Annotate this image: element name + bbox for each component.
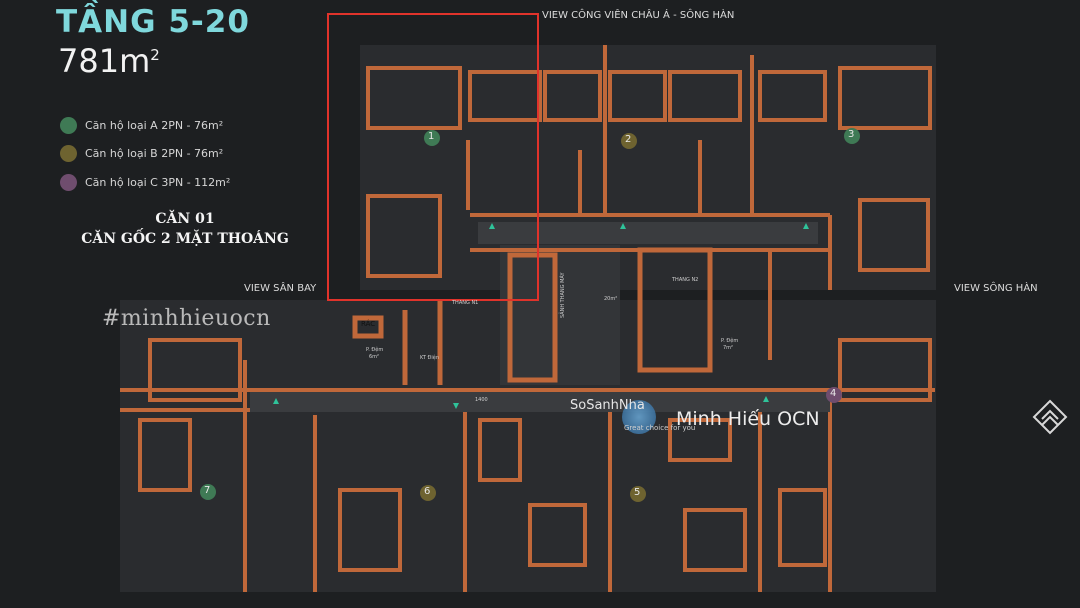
corridor-lower [250,392,830,412]
room-label-kt-dien: KT Điện [420,355,440,361]
house-logo-icon [1032,399,1068,435]
unit-number-7: 7 [204,485,211,496]
legend-dot-icon [60,116,77,134]
legend-dot-icon [60,144,77,162]
watermark-brand: SoSanhNha [570,398,645,413]
floor-area: 781m2 [58,42,160,80]
unit-badge-1 [424,130,440,146]
watermark-agent: Minh Hiếu OCN [676,408,820,430]
room-label-sanh: SẢNH THANG MÁY [560,272,566,318]
unit-badge-4 [826,387,842,403]
legend-label: Căn hộ loại C 3PN - 112m² [85,175,231,189]
room-label-pdem-right: P. Đệm [721,338,739,344]
unit-number-2: 2 [625,134,632,145]
walls-upper [366,45,932,360]
legend-item-type-a: Căn hộ loại A 2PN - 76m² [60,115,290,135]
watermark-tagline: Great choice for you [624,424,696,432]
unit-badge-6 [420,485,436,501]
corridor-dimension: 1400 [475,397,488,403]
room-label-thang-n1: THANG N1 [452,300,479,306]
unit-number-4: 4 [830,388,837,399]
view-label-right: VIEW SÔNG HÀN [954,283,1038,294]
room-label-pdem-left: P. Đệm [366,347,384,353]
walls-lower [120,338,935,592]
watermark-logo-icon [622,400,656,434]
room-label-pdem-left-area: 6m² [369,354,380,360]
walls-core [352,247,713,385]
building-upper-block [360,45,936,290]
corridor-upper [478,222,818,244]
unit-number-5: 5 [634,487,641,498]
room-label-thang-n2: THANG N2 [672,277,699,283]
floor-title: TẦNG 5-20 [56,4,250,40]
view-label-left: VIEW SÂN BAY [244,283,317,294]
legend-label: Căn hộ loại B 2PN - 76m² [85,146,224,160]
highlight-frame-unit-01 [327,13,539,301]
unit-number-1: 1 [428,131,435,142]
exit-markers [273,223,809,409]
unit-badge-2 [621,133,637,149]
unit-badge-3 [844,128,860,144]
unit-badge-7 [200,484,216,500]
unit-badge-5 [630,486,646,502]
unit-number-6: 6 [424,486,431,497]
legend-label: Căn hộ loại A 2PN - 76m² [85,118,224,132]
annotation-unit-desc: CĂN GỐC 2 MẶT THOÁNG [81,231,289,247]
room-label-pdem-right-area: 7m² [723,345,734,351]
hashtag-watermark: #minhhieuocn [102,306,271,331]
unit-number-3: 3 [848,129,855,140]
legend-dot-icon [60,173,77,191]
room-label-sanh-area: 20m² [604,296,618,302]
annotation-unit-name: CĂN 01 [155,211,215,227]
legend-item-type-c: Căn hộ loại C 3PN - 112m² [60,172,290,192]
unit-markers [200,128,860,502]
room-label-rac: RÁC [361,320,376,328]
view-label-top: VIEW CÔNG VIÊN CHÂU Á - SÔNG HÀN [542,10,735,21]
core-zone [500,245,620,385]
legend-item-type-b: Căn hộ loại B 2PN - 76m² [60,143,290,163]
